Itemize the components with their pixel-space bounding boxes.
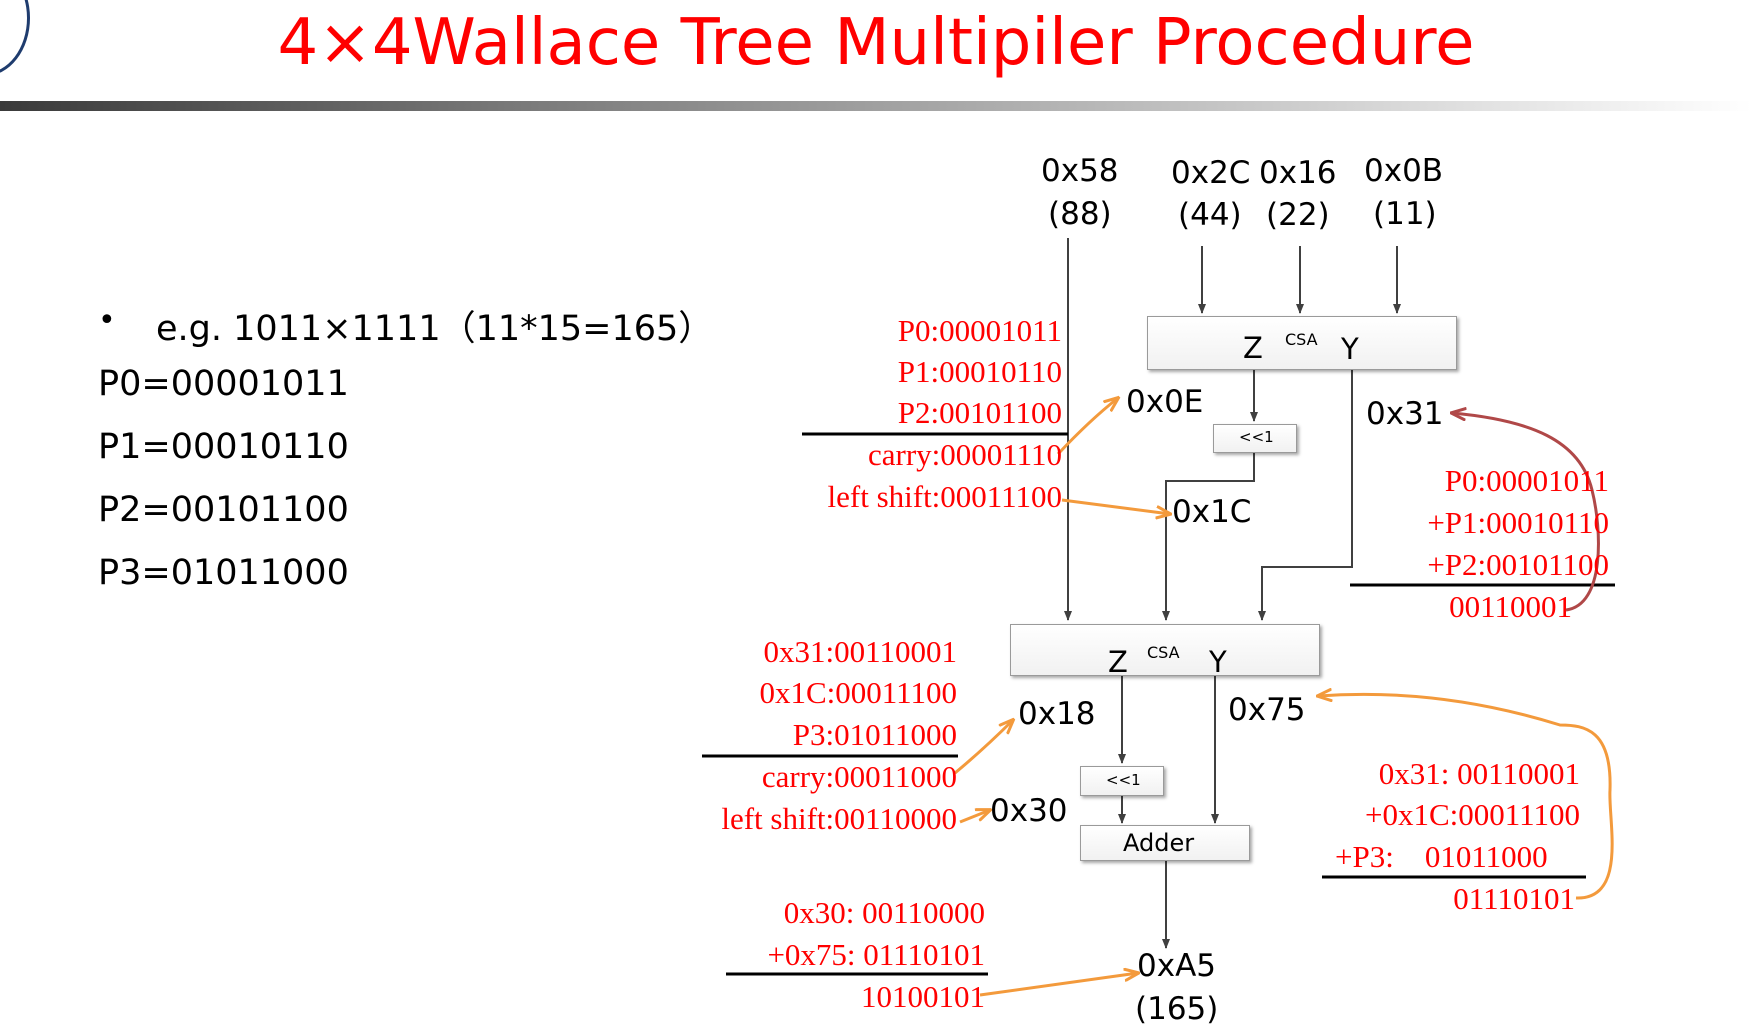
wire-shift1-out <box>1162 451 1255 621</box>
partial-product-p0: P0=00001011 <box>98 364 349 404</box>
sum1-p0: P0:00001011 <box>1444 463 1609 498</box>
shift-block-1: <<1 <box>1213 424 1297 453</box>
csa-block-1: Z CSA Y <box>1147 316 1457 370</box>
adder-block: Adder <box>1080 825 1250 861</box>
calc2-p3: P3:01011000 <box>792 717 957 752</box>
calc1-shift: left shift:00011100 <box>827 479 1062 514</box>
wire-y1 <box>1258 370 1353 621</box>
sum1-p1: +P1:00010110 <box>1427 505 1609 540</box>
wire-label-z2: 0x18 <box>1018 696 1096 732</box>
final-result: 10100101 <box>861 979 985 1014</box>
wire-label-y1: 0x31 <box>1366 396 1444 432</box>
input-dec-0: (88) <box>1048 196 1112 232</box>
arrow-shift1 <box>1061 498 1170 514</box>
input-dec-2: (22) <box>1266 197 1330 233</box>
shift1-label: <<1 <box>1239 428 1274 446</box>
calc1-p2: P2:00101100 <box>897 395 1062 430</box>
title-divider <box>0 101 1752 111</box>
sum2-p3: +P3: 01011000 <box>1335 839 1548 874</box>
result-dec: (165) <box>1135 991 1219 1027</box>
input-dec-3: (11) <box>1373 196 1437 232</box>
arrow-sum2 <box>1318 694 1614 900</box>
calc2-b: 0x1C:00011100 <box>759 675 958 710</box>
calc1-carry: carry:00001110 <box>868 437 1062 472</box>
input-dec-1: (44) <box>1178 197 1242 233</box>
csa1-z-label: Z <box>1243 331 1263 365</box>
wire-label-shift2: 0x30 <box>990 793 1068 829</box>
csa2-z-label: Z <box>1108 645 1128 679</box>
calc2-carry: carry:00011000 <box>761 759 957 794</box>
arrow-sum1 <box>1452 413 1600 612</box>
bullet-marker: • <box>98 303 116 338</box>
calc2-a: 0x31:00110001 <box>763 634 957 669</box>
page-title: 4×4Wallace Tree Multipiler Procedure <box>277 6 1475 80</box>
arrow-carry2 <box>954 720 1013 775</box>
arrow-carry1 <box>1056 398 1118 456</box>
input-hex-2: 0x16 <box>1259 155 1337 191</box>
sum1-p2: +P2:00101100 <box>1427 547 1609 582</box>
input-hex-0: 0x58 <box>1041 153 1119 189</box>
wire-label-y2: 0x75 <box>1228 692 1306 728</box>
example-line: e.g. 1011×1111（11*15=165） <box>156 309 714 349</box>
result-hex: 0xA5 <box>1137 948 1216 984</box>
calc1-p1: P1:00010110 <box>897 354 1062 389</box>
shift-block-2: <<1 <box>1080 766 1164 796</box>
final-a: 0x30: 00110000 <box>783 895 985 930</box>
partial-product-p2: P2=00101100 <box>98 490 349 530</box>
csa-block-2: Z CSA Y <box>1010 624 1320 679</box>
sum2-a: 0x31: 00110001 <box>1378 756 1580 791</box>
adder-label: Adder <box>1123 829 1195 857</box>
final-b: +0x75: 01110101 <box>767 937 985 972</box>
csa2-y-label: Y <box>1209 645 1227 679</box>
calc2-shift: left shift:00110000 <box>721 801 957 836</box>
sum2-result: 01110101 <box>1453 881 1575 916</box>
partial-product-p1: P1=00010110 <box>98 427 349 467</box>
input-hex-1: 0x2C <box>1171 155 1251 191</box>
sum2-b: +0x1C:00011100 <box>1365 797 1580 832</box>
partial-product-p3: P3=01011000 <box>98 553 349 593</box>
csa1-y-label: Y <box>1341 332 1359 366</box>
arrow-final <box>979 973 1138 997</box>
wire-label-shift1: 0x1C <box>1172 494 1252 530</box>
input-hex-3: 0x0B <box>1364 153 1444 189</box>
shift2-label: <<1 <box>1106 771 1141 789</box>
calc1-p0: P0:00001011 <box>897 313 1062 348</box>
arrow-shift2 <box>959 810 990 824</box>
sum1-result: 00110001 <box>1449 589 1572 624</box>
csa2-title: CSA <box>1147 643 1180 662</box>
wire-label-z1: 0x0E <box>1126 384 1204 420</box>
csa1-title: CSA <box>1285 330 1318 349</box>
